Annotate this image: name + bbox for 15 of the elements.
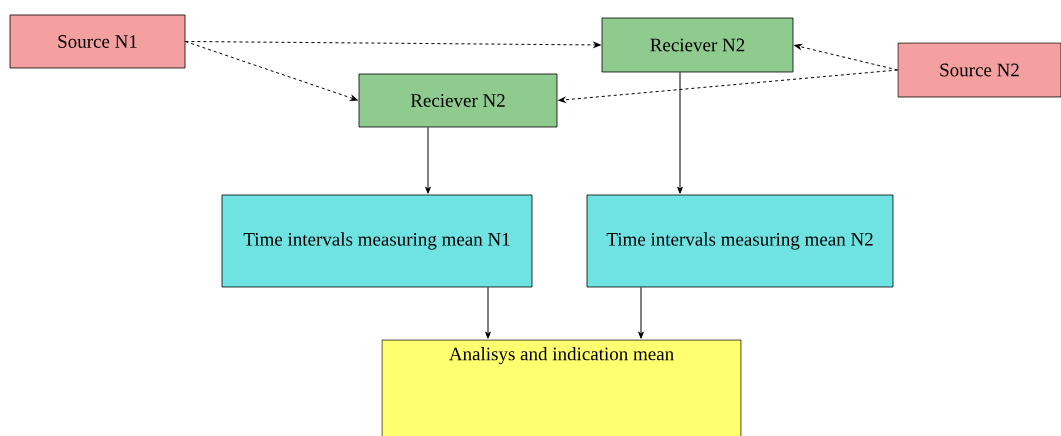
process-box: Time intervals measuring mean N2: [586, 194, 894, 288]
arrow: [794, 43, 899, 71]
process-box: Analisys and indication mean: [381, 339, 742, 436]
arrow: [677, 71, 683, 194]
arrow: [184, 41, 601, 48]
source-box: Source N1: [9, 14, 186, 69]
arrow: [558, 69, 899, 103]
receiver-box: Reciever N2: [601, 17, 794, 73]
receiver-box: Reciever N2: [358, 73, 558, 128]
arrow: [638, 286, 644, 339]
arrow: [485, 286, 491, 339]
source-box: Source N2: [897, 42, 1061, 98]
arrow: [425, 126, 431, 194]
process-box: Time intervals measuring mean N1: [221, 194, 533, 288]
arrow: [184, 41, 358, 101]
